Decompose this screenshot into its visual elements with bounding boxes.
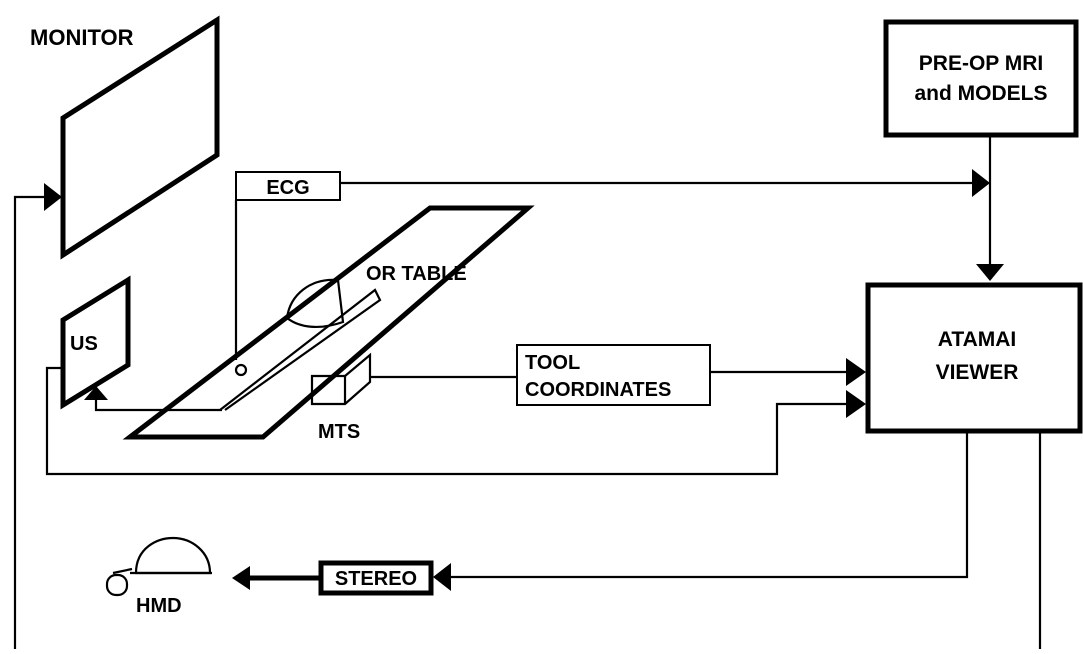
preop-mri-label-2: and MODELS (914, 82, 1047, 105)
monitor-label: MONITOR (30, 25, 134, 50)
preop-to-viewer-arrowhead (976, 264, 1004, 281)
mts-device (310, 352, 372, 406)
us-to-viewer-arrowhead (846, 390, 866, 418)
patient-body (219, 288, 382, 411)
atamai-viewer-label-1: ATAMAI (938, 328, 1017, 351)
monitor-input-line (13, 195, 47, 649)
stereo-box (318, 560, 434, 596)
stereo-label: STEREO (335, 568, 417, 590)
hmd-headset-dome (134, 536, 212, 575)
patient-head (285, 278, 345, 328)
tool-coordinates-box (516, 344, 711, 406)
preop-mri-box (883, 19, 1079, 138)
viewer-to-stereo-line (450, 431, 969, 579)
tool-label-2: COORDINATES (525, 379, 671, 401)
viewer-to-stereo-arrowhead (433, 563, 451, 591)
atamai-viewer-box (865, 282, 1083, 434)
us-probe-arrowhead (84, 386, 108, 400)
us-to-viewer-line (45, 366, 850, 476)
hmd-eyepiece (105, 573, 129, 597)
monitor-screen (60, 15, 220, 260)
hmd-eyepiece-connector (112, 567, 133, 575)
atamai-viewer-label-2: VIEWER (936, 361, 1019, 384)
stereo-to-hmd-arrowhead (232, 566, 250, 590)
ecg-label: ECG (266, 177, 309, 199)
ecg-electrode (234, 363, 248, 377)
ecg-arrowhead (972, 169, 990, 197)
or-table (122, 205, 535, 440)
us-label: US (70, 333, 98, 355)
hmd-label: HMD (136, 595, 182, 617)
ecg-box (235, 171, 341, 201)
tool-label-1: TOOL (525, 352, 580, 374)
mts-label: MTS (318, 421, 360, 443)
us-monitor (60, 275, 131, 410)
monitor-input-arrowhead (44, 183, 62, 211)
tool-to-viewer-arrowhead (846, 358, 866, 386)
us-probe-line (94, 400, 222, 412)
or-table-label: OR TABLE (366, 263, 467, 285)
preop-mri-label-1: PRE-OP MRI (919, 52, 1043, 75)
